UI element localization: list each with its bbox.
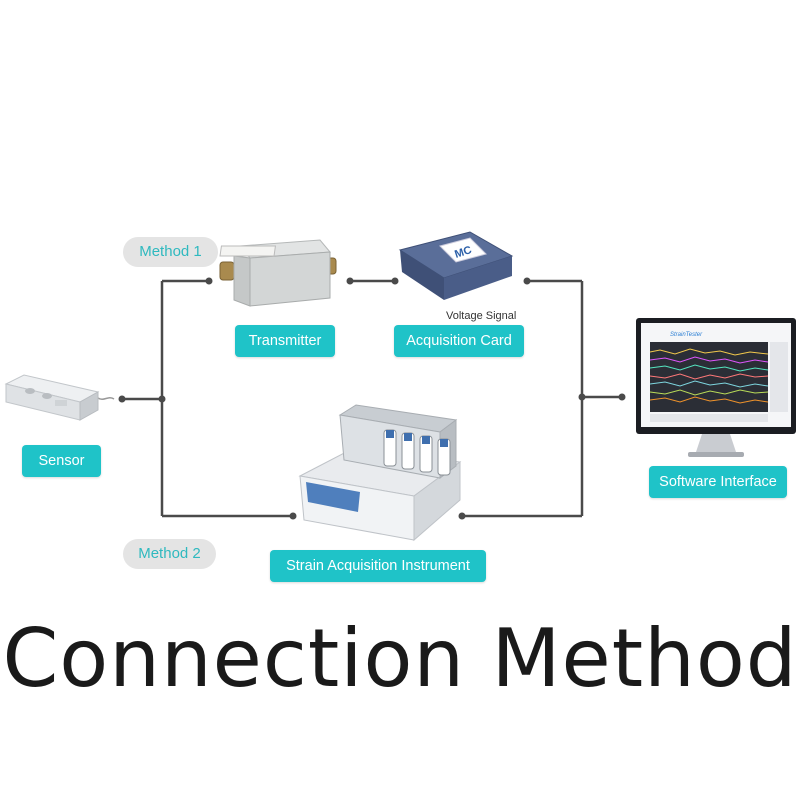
sensor-image [4,374,115,421]
acquisition-card-image: MC [398,231,514,434]
dot [158,395,166,403]
dot [346,277,354,285]
method-2-badge: Method 2 [123,539,216,569]
dot [458,512,466,520]
dot [118,395,126,403]
sensor-label: Sensor [22,445,101,477]
dot [578,393,586,401]
connector-dots [118,277,626,520]
dot [205,277,213,285]
strain-instrument-label: Strain Acquisition Instrument [270,550,486,582]
software-monitor-image: StrainTester [636,318,796,457]
transmitter-image [219,239,337,307]
transmitter-label: Transmitter [235,325,335,357]
dot [618,393,626,401]
method-1-badge: Method 1 [123,237,218,267]
dot [391,277,399,285]
software-interface-label: Software Interface [649,466,787,498]
voltage-signal-note: Voltage Signal [446,310,517,322]
svg-text:MC: MC [453,244,473,261]
acquisition-card-label: Acquisition Card [394,325,524,357]
strain-instrument-image [298,404,462,542]
dot [289,512,297,520]
dot [523,277,531,285]
page-title: Connection Method [2,612,798,705]
software-brand-text: StrainTester [670,332,703,338]
